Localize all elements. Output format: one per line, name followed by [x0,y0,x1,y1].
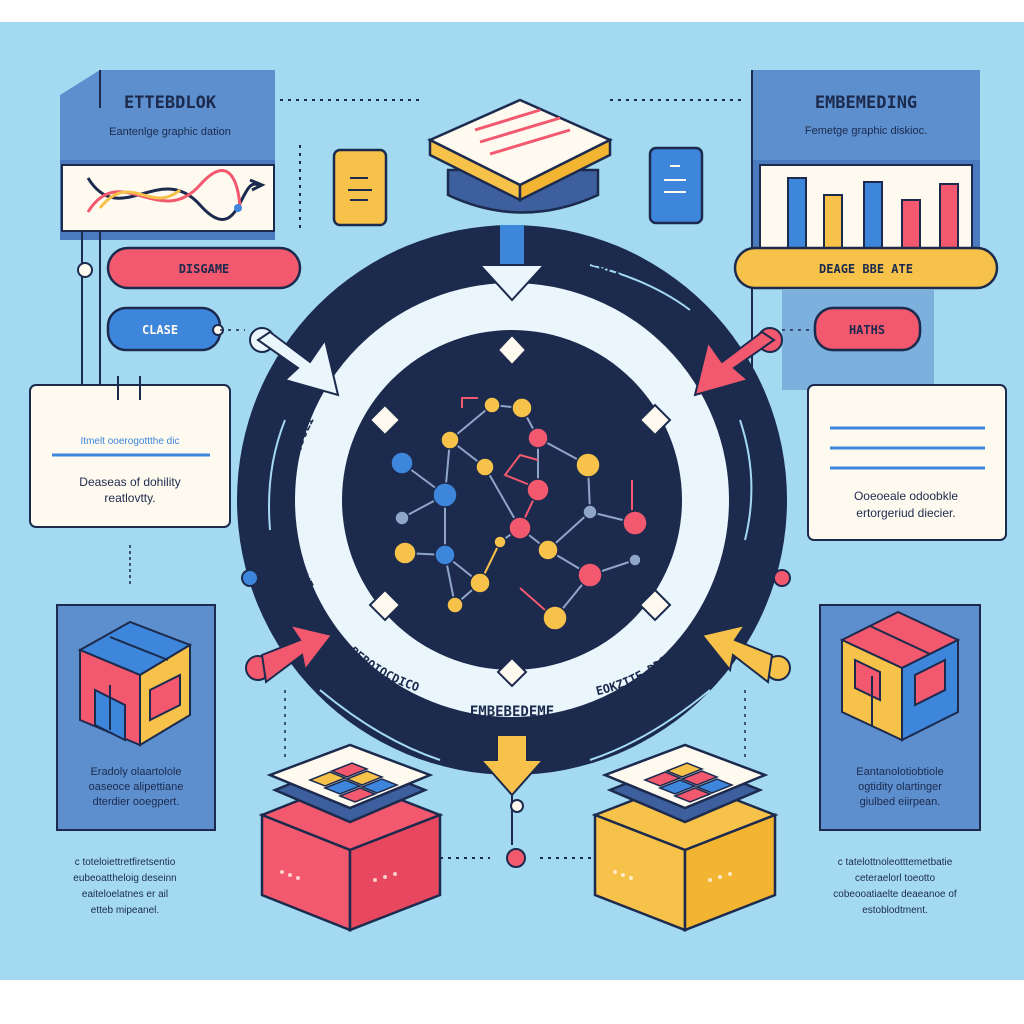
right-cube-icon [839,610,961,742]
left-cube-icon [77,620,193,747]
left-footnote-2: eubeoattheloig deseinn [73,873,176,884]
right-pill-bottom-front [813,306,922,352]
diamond-lower-left [368,588,402,622]
left-pill-top-label: DISGAME [179,262,230,276]
right-footnote-3: cobeooatiaelte deaeanoe of [833,889,957,900]
left-panel-title: ETTEBDLOK [124,93,217,113]
left-note-line-1: Deaseas of dohility [79,475,180,489]
right-cube-caption-2: ogtidity olartinger [858,781,942,793]
left-pill-bottom-label: CLASE [142,323,178,337]
wave-graph-icon [86,169,266,221]
right-footnote-1: c tatelottnoleotttemetbatie [838,857,953,868]
left-panel-frame [60,70,275,160]
left-note-line-2: reatlovtty. [104,491,155,505]
diamond-bottom [496,656,528,688]
arrow-top-down [477,225,547,302]
right-note-card [807,384,1007,541]
right-panel-subtitle: Femetge graphic diskioc. [805,125,927,137]
arrow-left-in [249,327,340,397]
right-footnote-2: ceteraelorl toeotto [855,873,935,884]
right-note-line-1: Ooeoeale odoobkle [854,489,958,503]
left-cube-caption-2: oaseoce alipettiane [89,781,184,793]
diamond-lower-right [638,588,672,622]
diamond-right [638,403,672,437]
right-note-line-2: ertorgeriud diecier. [856,506,955,520]
right-pill-top-label: DEAGE BBE ATE [819,262,913,276]
side-connectors [220,329,810,760]
left-cube-caption-3: dterdier ooegpert. [93,796,180,808]
left-panel: ETTEBDLOK Eantenlge graphic dation DISGA… [29,70,302,916]
left-footnote-1: c toteloiettretfiretsentio [75,857,176,868]
right-panel-title: EMBEMEDING [815,93,917,113]
right-footnote-4: estoblodtment. [862,905,928,916]
right-panel: EMBEMEDING Femetge graphic diskioc. DEAG… [733,70,1007,916]
diamond-top [496,333,528,367]
yellow-doc-icon[interactable] [332,148,388,227]
right-pill-top[interactable] [733,246,999,290]
arrow-right-in [693,327,783,397]
left-panel-subtitle: Eantenlge graphic dation [109,126,231,138]
central-ring: ETEADSE ME CODRE EFYCTNDUCE EMBEDOEDOIIC… [237,225,791,775]
top-document-tray [427,98,613,214]
left-footnote-4: etteb mipeanel. [91,905,159,916]
bottom-box-left [258,743,444,932]
left-pill-top[interactable] [106,246,302,290]
arrow-lower-left-in [245,623,334,684]
bottom-box-right [591,743,779,932]
network-graph [390,396,648,631]
right-cube-caption-1: Eantanolotiobtiole [856,766,943,778]
arrow-lower-right-in [700,623,791,684]
ring-label-bottom: EMBEBEDEME [470,704,554,720]
right-pill-bottom-label-front: HATHS [849,323,885,337]
network-nodes [390,396,648,631]
left-cube-caption-1: Eradoly olaartolole [90,766,181,778]
right-cube-caption-3: giulbed eiirpean. [860,796,941,808]
left-footnote-3: eaiteloelatnes er ail [82,889,168,900]
blue-doc-icon[interactable] [648,146,704,225]
left-node-dot [77,262,93,278]
bar-chart-icon [787,177,959,251]
diamond-left [368,403,402,437]
right-panel-frame [752,70,980,160]
top-connectors [280,99,745,230]
arrow-bottom-down [440,734,600,868]
left-note-header: Itmelt ooerogottthe dic [81,436,180,447]
